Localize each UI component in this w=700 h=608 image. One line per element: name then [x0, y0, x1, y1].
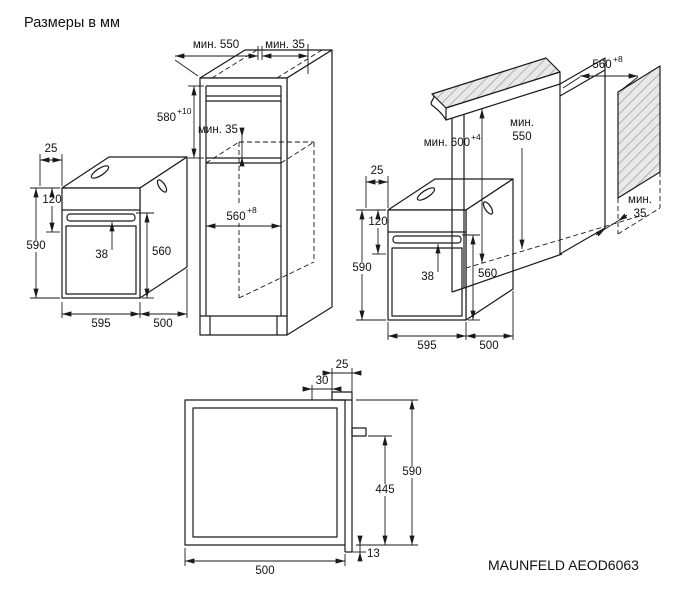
oven-side-vent-icon [156, 179, 168, 193]
dim-section-height: 590 [402, 466, 421, 478]
oven-handle [392, 235, 462, 244]
left-oven-drawing: 25 120 590 38 560 595 500 [26, 143, 188, 330]
dim-oven-top-offset: 25 [371, 165, 384, 177]
dim-base-niche-height: мин. 600 [424, 137, 470, 149]
dim-front-offset: 25 [336, 359, 349, 371]
dim-base-rear-gap-label: мин. [628, 194, 652, 206]
dim-oven-width: 595 [417, 340, 436, 352]
dim-section-depth: 500 [255, 565, 274, 577]
model-label: MAUNFELD AEOD6063 [488, 557, 639, 573]
dim-base-niche-width-tolerance: +8 [613, 54, 623, 64]
worktop-break-edge [430, 93, 447, 121]
wall-hatched [617, 65, 661, 199]
inner-floor-hidden [465, 215, 641, 269]
dim-oven-top-offset: 25 [45, 143, 58, 155]
dim-oven-handle: 38 [95, 249, 108, 261]
oven-top-vent-icon [416, 187, 436, 201]
cabinet-side-face [286, 49, 333, 336]
floor-edge [451, 253, 563, 293]
dim-niche-height: 580 [157, 112, 176, 124]
dim-base-niche-width: 560 [592, 59, 611, 71]
dim-cabinet-depth-min: мин. 550 [193, 39, 239, 51]
page-title: Размеры в мм [24, 15, 120, 31]
oven-body-section [184, 399, 346, 546]
dim-oven-panel-height: 120 [42, 194, 61, 206]
dim-oven-height: 590 [26, 240, 45, 252]
dim-niche-width-tolerance: +8 [247, 205, 257, 215]
dim-lower-height: 445 [375, 484, 394, 496]
oven-front-face [387, 209, 467, 321]
oven-handle [66, 213, 136, 222]
dim-panel-depth: 30 [316, 375, 329, 387]
top-trim [331, 391, 353, 401]
dim-oven-door-height: 560 [152, 246, 171, 258]
oven-door [65, 225, 137, 295]
oven-door [391, 247, 463, 317]
dim-oven-door-height: 560 [478, 268, 497, 280]
dim-niche-width: 560 [226, 211, 245, 223]
oven-front-face [61, 187, 141, 299]
dim-oven-handle: 38 [421, 271, 434, 283]
base-cabinet-drawing: 560 +8 мин. 600 +4 мин. 550 мин. 35 [424, 54, 661, 293]
dim-base-depth-min-label: мин. [510, 117, 534, 129]
dim-shelf-gap: мин. 35 [198, 124, 238, 136]
dim-bottom-lip: 13 [367, 548, 380, 560]
dim-oven-depth: 500 [153, 318, 172, 330]
dim-oven-width: 595 [91, 318, 110, 330]
dim-niche-height-tolerance: +10 [177, 106, 192, 116]
dim-oven-panel-height: 120 [368, 216, 387, 228]
oven-top-vent-icon [90, 165, 110, 179]
tall-cabinet-drawing: мин. 550 мин. 35 580 +10 мин. 35 560 +8 [157, 39, 333, 336]
dim-cabinet-rear-gap: мин. 35 [265, 39, 305, 51]
right-panel [559, 57, 606, 255]
handle-section [351, 427, 367, 437]
dim-oven-depth: 500 [479, 340, 498, 352]
dim-base-niche-height-tolerance: +4 [471, 132, 481, 142]
dim-base-depth-min-value: 550 [512, 131, 531, 143]
right-oven-drawing: 25 120 590 38 560 595 500 [352, 165, 514, 352]
side-section-drawing: 30 25 590 445 13 500 [184, 359, 422, 577]
oven-cavity [192, 407, 338, 538]
dim-base-rear-gap-value: 35 [634, 208, 647, 220]
dim-oven-height: 590 [352, 262, 371, 274]
